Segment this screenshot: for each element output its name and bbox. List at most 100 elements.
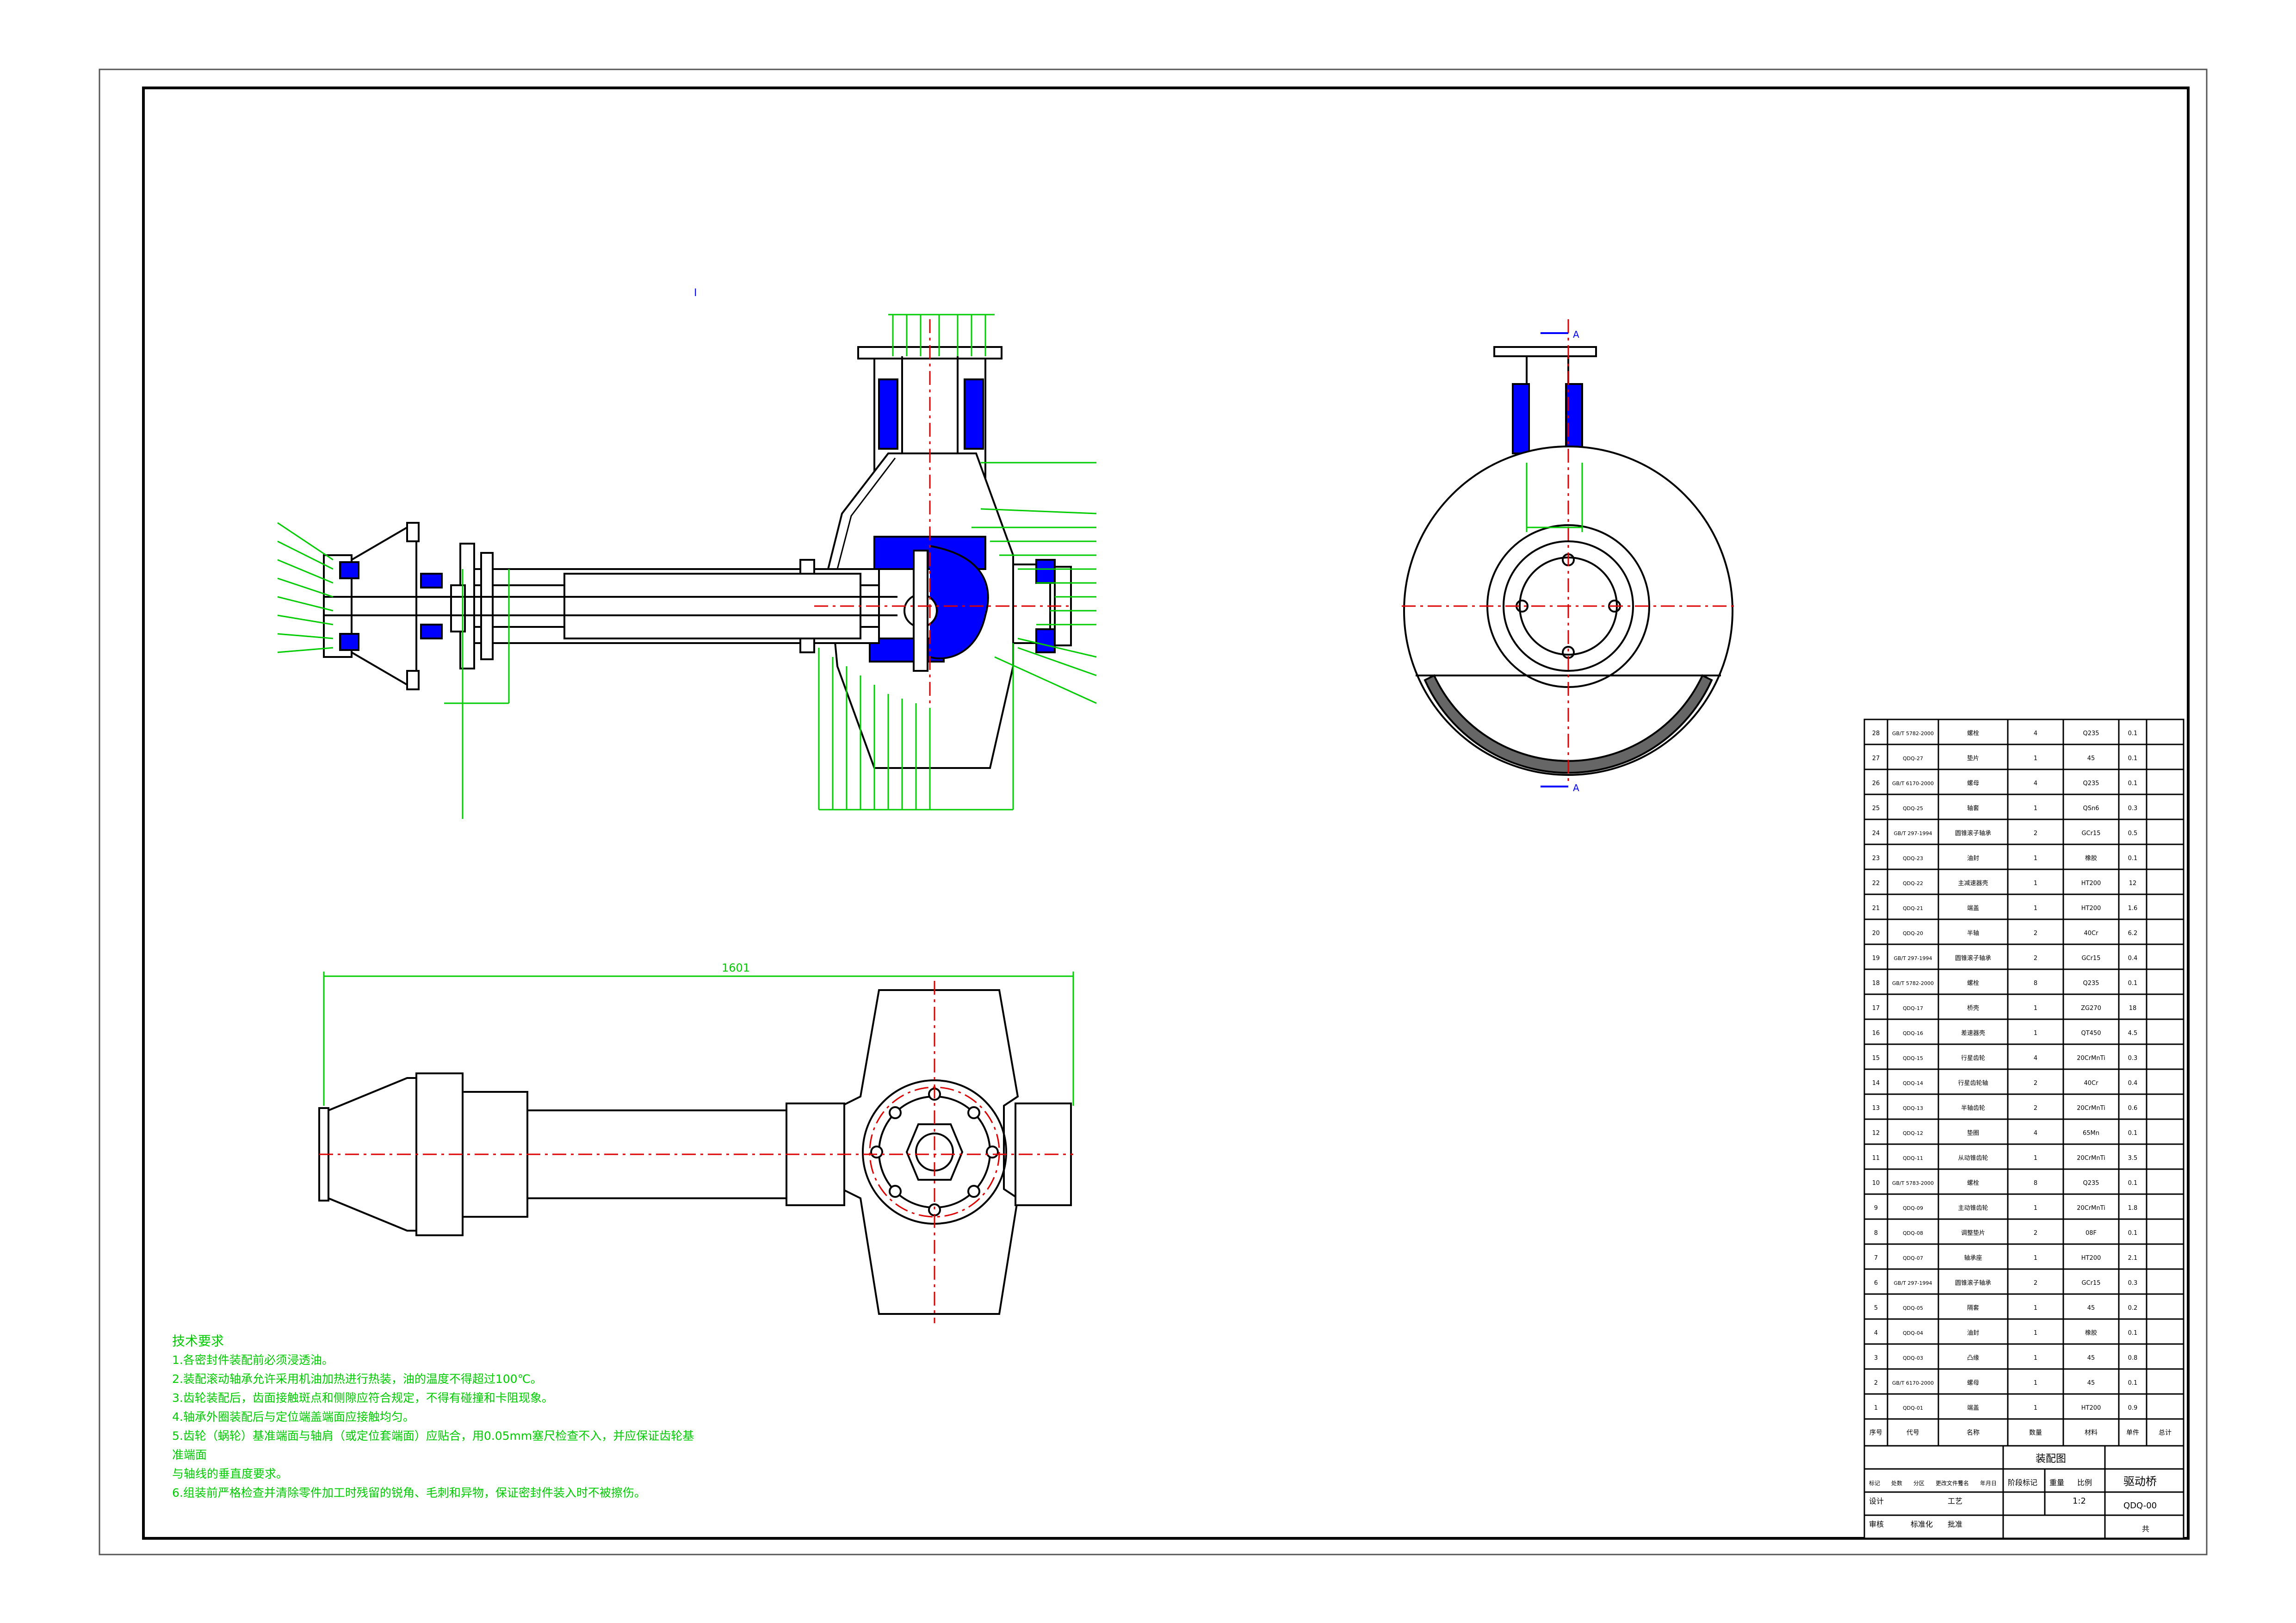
parts-cell: 14 [1872, 1080, 1880, 1087]
parts-cell: 4 [1874, 1330, 1878, 1337]
parts-cell: 11 [1872, 1155, 1880, 1162]
parts-header-cell: 单件 [2126, 1429, 2139, 1437]
parts-cell: Q235 [2083, 980, 2099, 987]
parts-cell: 0.6 [2128, 1105, 2138, 1112]
parts-cell: 6 [1874, 1280, 1878, 1287]
note-4: 4.轴承外圈装配后与定位端盖端面应接触均匀。 [172, 1410, 415, 1424]
parts-cell: 2 [2034, 1230, 2037, 1237]
parts-cell: 0.1 [2128, 1330, 2138, 1337]
parts-cell: 从动锥齿轮 [1958, 1155, 1988, 1162]
parts-cell: 2 [2034, 1080, 2037, 1087]
parts-cell: 1 [2034, 1355, 2037, 1362]
technical-requirements: 技术要求 1.各密封件装配前必须浸透油。 2.装配滚动轴承允许采用机油加热进行热… [172, 1332, 866, 1502]
parts-cell: 油封 [1967, 1330, 1979, 1337]
parts-cell: GB/T 6170-2000 [1892, 781, 1934, 787]
parts-cell: 1 [2034, 855, 2037, 862]
parts-list [1863, 719, 2185, 1539]
parts-cell: 轴套 [1967, 805, 1979, 812]
parts-cell: 65Mn [2083, 1130, 2099, 1137]
parts-cell: 12 [1872, 1130, 1880, 1137]
parts-cell: 1 [2034, 1005, 2037, 1012]
parts-cell: 1 [2034, 1305, 2037, 1312]
drawing-number: QDQ-00 [2123, 1501, 2157, 1511]
parts-cell: 0.3 [2128, 1280, 2138, 1287]
parts-cell: 12 [2129, 880, 2137, 887]
parts-cell: 0.9 [2128, 1405, 2138, 1412]
parts-header-cell: 材料 [2085, 1429, 2098, 1437]
section-mark-bottom: A [1573, 782, 1579, 793]
parts-cell: 0.1 [2128, 755, 2138, 762]
dimension-1601 [323, 972, 1074, 1106]
parts-cell: GB/T 5783-2000 [1892, 1180, 1934, 1186]
parts-cell: 主动锥齿轮 [1958, 1205, 1988, 1212]
note-5: 5.齿轮（蜗轮）基准端面与轴肩（或定位套端面）应贴合，用0.05mm塞尺检查不入… [172, 1429, 694, 1443]
parts-cell: 1.6 [2128, 905, 2138, 912]
craft-label: 工艺 [1948, 1497, 1962, 1505]
parts-cell: 17 [1872, 1005, 1880, 1012]
parts-header-cell: 名称 [1967, 1429, 1980, 1437]
parts-cell: 螺母 [1967, 780, 1979, 787]
inner-frame [142, 87, 2190, 1540]
parts-cell: QSn6 [2083, 805, 2099, 812]
note-3: 3.齿轮装配后，齿面接触斑点和侧隙应符合规定，不得有碰撞和卡阻现象。 [172, 1391, 553, 1405]
parts-cell: QDQ-14 [1903, 1080, 1923, 1086]
parts-cell: GB/T 6170-2000 [1892, 1380, 1934, 1386]
parts-cell: QDQ-09 [1903, 1205, 1923, 1211]
parts-cell: HT200 [2081, 880, 2101, 887]
parts-cell: 0.3 [2128, 1055, 2138, 1062]
parts-cell: 08F [2086, 1230, 2097, 1237]
parts-cell: ZG270 [2081, 1005, 2101, 1012]
parts-cell: 0.1 [2128, 1180, 2138, 1187]
parts-cell: 0.8 [2128, 1355, 2138, 1362]
parts-cell: 2 [2034, 1280, 2037, 1287]
parts-cell: 2.1 [2128, 1255, 2138, 1262]
note-2: 2.装配滚动轴承允许采用机油加热进行热装，油的温度不得超过100℃。 [172, 1372, 542, 1386]
parts-cell: QDQ-17 [1903, 1005, 1923, 1011]
parts-cell: 圆锥滚子轴承 [1955, 1279, 1991, 1287]
parts-cell: Q235 [2083, 730, 2099, 737]
stage-label: 阶段标记 [2008, 1478, 2037, 1487]
parts-cell: QDQ-04 [1903, 1330, 1923, 1336]
parts-cell: GB/T 5782-2000 [1892, 731, 1934, 737]
parts-cell: 45 [2087, 1380, 2095, 1387]
parts-cell: QDQ-16 [1903, 1030, 1923, 1036]
parts-cell: 1 [2034, 1380, 2037, 1387]
leader-lines-end [1526, 463, 1583, 532]
section-mark-top: A [1573, 329, 1579, 340]
end-view [1402, 319, 1735, 787]
parts-cell: 1.8 [2128, 1205, 2138, 1212]
parts-cell: GB/T 297-1994 [1894, 1280, 1932, 1286]
note-1: 1.各密封件装配前必须浸透油。 [172, 1353, 334, 1367]
parts-cell: 26 [1872, 780, 1880, 787]
parts-cell: 20 [1872, 930, 1880, 937]
parts-cell: 螺栓 [1967, 980, 1979, 987]
design-label: 设计 [1869, 1497, 1884, 1505]
sheet-info: 共 [2142, 1524, 2149, 1533]
mass-label: 重量 [2049, 1478, 2064, 1487]
parts-cell: 主减速器壳 [1958, 880, 1988, 887]
parts-cell: Q235 [2083, 1180, 2099, 1187]
parts-cell: 4 [2034, 1130, 2037, 1137]
parts-cell: QDQ-15 [1903, 1055, 1923, 1061]
parts-cell: 2 [2034, 830, 2037, 837]
parts-cell: 1 [2034, 1155, 2037, 1162]
parts-cell: GB/T 5782-2000 [1892, 980, 1934, 986]
parts-cell: 4.5 [2128, 1030, 2138, 1037]
parts-cell: GCr15 [2081, 830, 2100, 837]
parts-cell: 6.2 [2128, 930, 2138, 937]
scale-value: 1:2 [2073, 1496, 2086, 1506]
parts-cell: 45 [2087, 1355, 2095, 1362]
parts-cell: HT200 [2081, 905, 2101, 912]
small-mark: I [694, 287, 697, 299]
parts-cell: 40Cr [2084, 1080, 2099, 1087]
parts-cell: 4 [2034, 780, 2037, 787]
parts-cell: 1 [2034, 805, 2037, 812]
parts-cell: QDQ-20 [1903, 930, 1923, 936]
parts-cell: 1 [1874, 1405, 1878, 1412]
parts-cell: 1 [2034, 755, 2037, 762]
std-label: 标准化 [1911, 1520, 1933, 1529]
note-5c: 与轴线的垂直度要求。 [172, 1467, 288, 1481]
parts-cell: 23 [1872, 855, 1880, 862]
parts-cell: 13 [1872, 1105, 1880, 1112]
parts-cell: 1 [2034, 1205, 2037, 1212]
